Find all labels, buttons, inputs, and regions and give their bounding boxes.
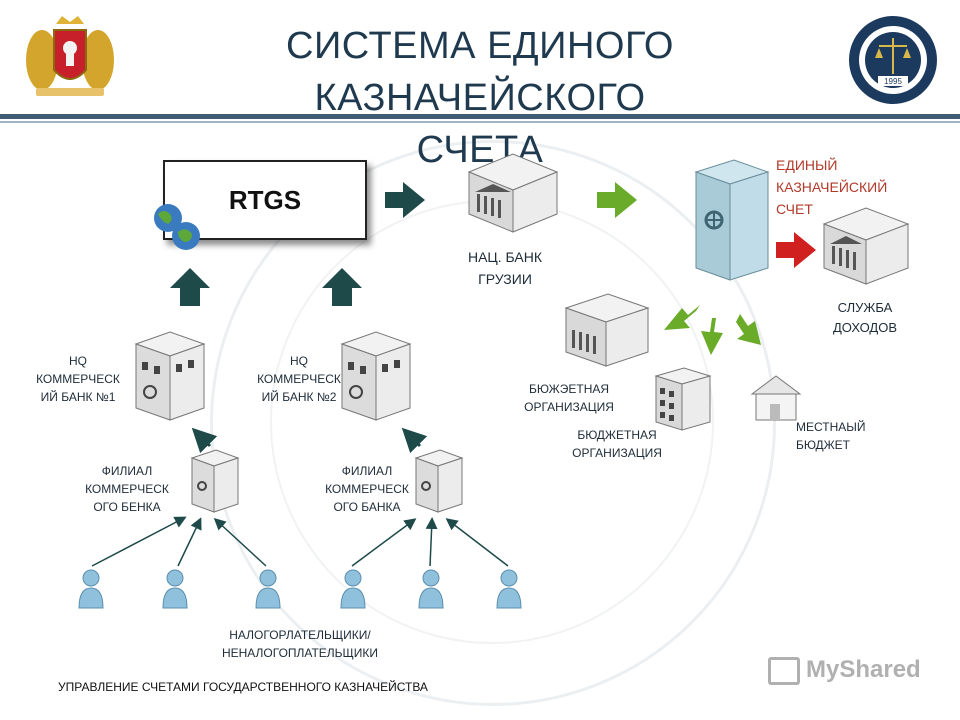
page-title: СИСТЕМА ЕДИНОГО КАЗНАЧЕЙСКОГО СЧЕТА (130, 20, 830, 176)
person-icon (255, 569, 281, 609)
line-taxpayer1-to-branch1 (91, 516, 187, 567)
state-treasury-seal-logo: 1995 (849, 16, 937, 104)
arrow-treasury-to-local-budget (736, 314, 761, 345)
branch-1-label: ФИЛИАЛ КОММЕРЧЕСК ОГО БЕНКА (85, 464, 169, 514)
budget-org-1-building-icon (564, 293, 650, 367)
branch-1-building-icon (190, 449, 240, 513)
arrow-hq1-to-rtgs (170, 268, 210, 306)
arrow-national-bank-to-treasury (597, 182, 637, 218)
treasury-safe-icon (694, 159, 770, 281)
taxpayers-label: НАЛОГОРЛАТЕЛЬЩИКИ/ НЕНАЛОГОПЛАТЕЛЬЩИКИ (221, 628, 379, 660)
budget-org-2-building-icon (654, 367, 712, 431)
svg-text:1995: 1995 (884, 77, 902, 86)
line-taxpayer5-to-branch2 (425, 517, 438, 567)
arrow-rtgs-to-national-bank (385, 182, 425, 218)
branch-2-label: ФИЛИАЛ КОММЕРЧЕСК ОГО БАНКА (325, 464, 409, 514)
person-icon (162, 569, 188, 609)
person-icon (418, 569, 444, 609)
hq-bank-2-building-icon (340, 331, 412, 421)
budget-org-2-label: БЮДЖЕТНАЯ ОРГАНИЗАЦИЯ (572, 428, 662, 460)
brand-logo-icon (768, 656, 800, 685)
person-icon (340, 569, 366, 609)
line-taxpayer2-to-branch1 (177, 517, 202, 567)
local-budget-house-icon (750, 375, 802, 421)
line-taxpayer6-to-branch2 (445, 518, 509, 567)
treasury-account-label: ЕДИНЫЙ КАЗНАЧЕЙСКИЙ СЧЕТ (776, 157, 888, 217)
revenue-service-label: СЛУЖБА ДОХОДОВ (833, 300, 897, 335)
hq-bank-1-label: HQ КОММЕРЧЕСК ИЙ БАНК №1 (36, 354, 120, 404)
header-rule (0, 114, 960, 119)
title-line-1: СИСТЕМА ЕДИНОГО КАЗНАЧЕЙСКОГО (286, 25, 674, 119)
arrow-treasury-to-budget-org-2 (701, 318, 723, 355)
arrow-treasury-to-budget-org-1 (664, 305, 700, 330)
arrow-hq2-to-rtgs (322, 268, 362, 306)
georgia-coat-of-arms-logo (26, 16, 114, 96)
national-bank-building-icon (467, 153, 559, 233)
hq-bank-2-label: HQ КОММЕРЧЕСК ИЙ БАНК №2 (257, 354, 341, 404)
local-budget-label: МЕСТНАЫЙ БЮДЖЕТ (796, 420, 866, 452)
header-rule-thin (0, 121, 960, 123)
brand-watermark: MyShared (768, 656, 921, 685)
revenue-service-building-icon (822, 207, 910, 285)
footer-text: УПРАВЛЕНИЕ СЧЕТАМИ ГОСУДАРСТВЕННОГО КАЗН… (58, 680, 428, 694)
person-icon (78, 569, 104, 609)
arrow-branch2-to-hq2 (401, 427, 428, 454)
rtgs-box: RTGS (163, 160, 367, 240)
budget-org-1-label: БЮЖЭЕТНАЯ ОРГАНИЗАЦИЯ (524, 382, 614, 414)
arrow-treasury-to-revenue-service (776, 232, 816, 268)
line-taxpayer4-to-branch2 (351, 518, 417, 567)
national-bank-label: НАЦ. БАНК ГРУЗИИ (467, 249, 543, 287)
hq-bank-1-building-icon (134, 331, 206, 421)
globe-icon (154, 204, 200, 250)
ministry-watermark (210, 140, 776, 706)
person-icon (496, 569, 522, 609)
line-taxpayer3-to-branch1 (213, 517, 267, 567)
rtgs-label: RTGS (228, 184, 302, 215)
branch-2-building-icon (414, 449, 464, 513)
arrow-branch1-to-hq1 (191, 427, 218, 454)
